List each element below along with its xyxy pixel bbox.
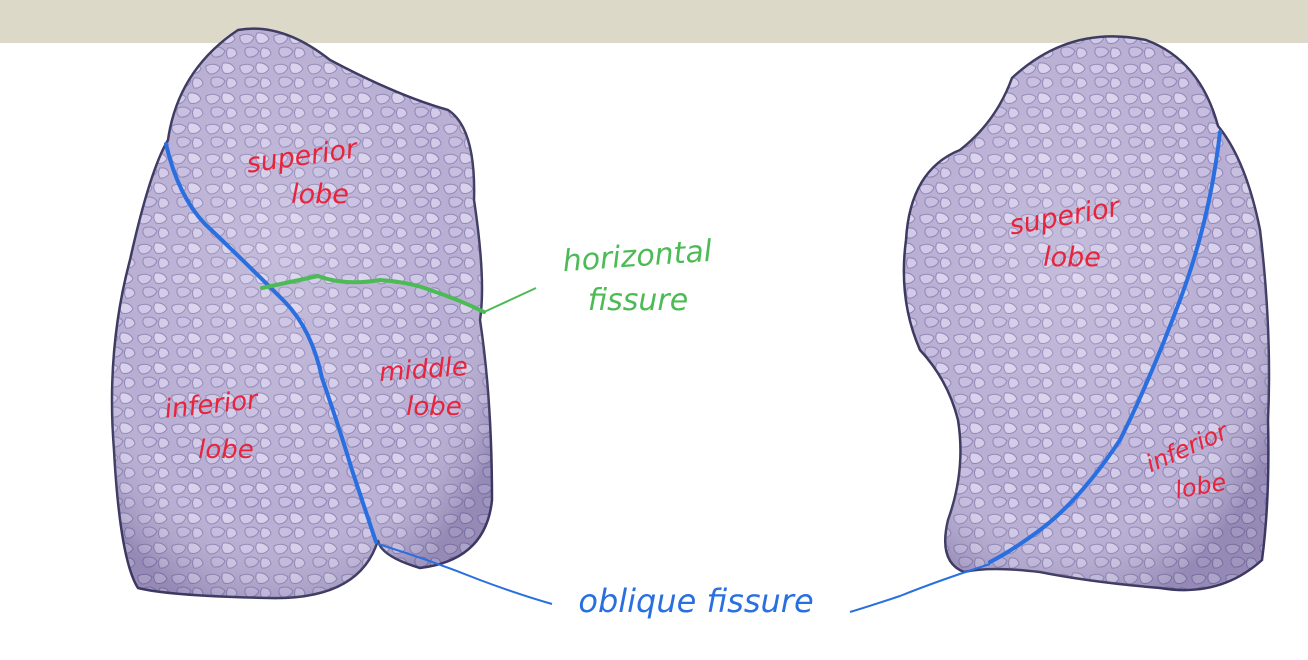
top-bar <box>0 0 1308 43</box>
right-oblique-fissure-line <box>164 142 378 544</box>
right-superior-label-line2: lobe <box>291 179 349 210</box>
horizontal-fissure-line <box>260 273 486 314</box>
left-lung-shading <box>903 36 1269 591</box>
right-inferior-label-line2: lobe <box>198 435 254 465</box>
oblique-fissure-label: oblique fissure <box>578 582 813 620</box>
right-middle-label-line2: lobe <box>406 392 462 422</box>
right-lung-shading <box>112 28 492 599</box>
left-oblique-fissure-line <box>988 130 1222 564</box>
left-lung <box>902 35 1271 592</box>
horizontal-fissure-label-line1: horizontal <box>561 234 713 279</box>
oblique-fissure-leader-left <box>377 543 553 605</box>
horizontal-fissure-leader <box>483 287 537 313</box>
right-middle-label-line1: middle <box>378 352 469 388</box>
left-superior-label-line2: lobe <box>1043 242 1101 273</box>
horizontal-fissure-label-line2: fissure <box>588 283 688 318</box>
oblique-fissure-leader-right <box>849 563 991 613</box>
right-lung <box>110 27 494 600</box>
